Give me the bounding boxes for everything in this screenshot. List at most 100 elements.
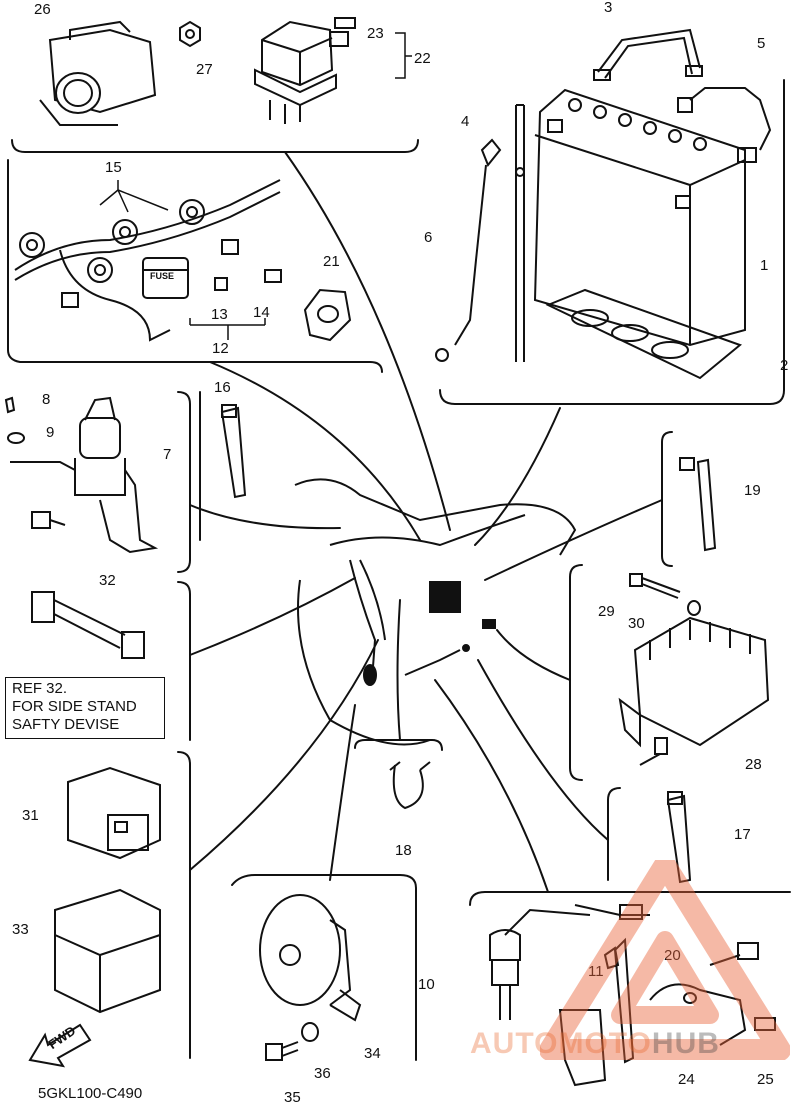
harness-detail [14,179,352,342]
ref-note-line-1: REF 32. [12,680,68,697]
callout-36: 36 [314,1065,331,1082]
callout-7: 7 [163,446,172,463]
callout-4: 4 [461,113,470,130]
leader-31 [189,639,379,871]
leader-32 [189,577,356,656]
clip-18 [389,761,431,810]
leader-18 [396,599,401,741]
leader-sensors [434,679,549,893]
bracket-top-left [11,139,419,153]
fwd-arrow [28,1023,92,1068]
callout-29: 29 [598,603,615,620]
battery [533,88,746,347]
callout-17: 17 [734,826,751,843]
negative-lead [435,138,502,362]
callout-13: 13 [211,306,228,323]
callout-22: 22 [414,50,431,67]
ref-note-line-3: SAFTY DEVISE [12,716,120,733]
diagram-code: 5GKL100-C490 [38,1085,143,1102]
breather-pipe [515,104,525,362]
bolt-35 [265,1041,299,1061]
callout-31: 31 [22,807,39,824]
fuse-label: FUSE [150,271,175,281]
callout-3: 3 [604,0,613,16]
leader-19 [484,499,663,581]
battery-cable-5 [677,87,772,163]
frame-harness [294,478,577,746]
sensor-parts [558,904,776,1087]
callout-10: 10 [418,976,435,993]
watermark-main: AUTOMOTO [470,1027,652,1060]
callout-20: 20 [664,947,681,964]
starter-relay [254,20,337,124]
washer-36 [301,1022,319,1042]
callout-21: 21 [323,253,340,270]
callout-1: 1 [760,257,769,274]
bracket-battery [439,79,785,405]
callout-6: 6 [424,229,433,246]
fuse-23 [329,17,356,47]
ref-note-box: REF 32. FOR SIDE STAND SAFTY DEVISE [5,677,165,739]
horn [259,894,362,1022]
callout-32: 32 [99,572,116,589]
callout-25: 25 [757,1071,774,1088]
callout-19: 19 [744,482,761,499]
callout-23: 23 [367,25,384,42]
callout-24: 24 [678,1071,695,1088]
watermark-text: AUTOMOTOHUB [470,1027,720,1061]
bracket-32 [177,581,191,741]
watermark-hub: HUB [651,1027,720,1060]
bracket-relays [177,751,191,1059]
leader-switch [189,504,341,530]
callout-11: 11 [588,963,604,980]
cable-tie-17 [666,791,692,884]
callout-5: 5 [757,35,766,52]
callout-16: 16 [214,379,231,396]
ignition-coil [39,20,157,126]
callout-14: 14 [253,304,270,321]
oil-pressure-switch [489,908,591,1020]
side-stand-switch [31,591,145,659]
washer-30 [687,600,701,616]
bracket-sensors [469,891,791,906]
watermark-logo [540,860,790,1060]
rectifier-regulator [618,616,770,766]
cable-tie-16 [220,404,247,499]
bracket-horn [231,874,417,1061]
bracket-regulator [569,564,583,781]
leader-horn [329,704,356,881]
bracket-17 [607,787,621,881]
bolt-29 [629,573,681,599]
callout-18: 18 [395,842,412,859]
callout-33: 33 [12,921,29,938]
bracket-switch [177,391,191,573]
leader-26 [284,151,451,531]
callout-8: 8 [42,391,51,408]
main-switch [4,396,159,554]
callout-12: 12 [212,340,229,357]
callout-15: 15 [105,159,122,176]
bracket-harness [7,159,383,373]
leader-28 [496,629,571,681]
leader-battery [474,407,561,546]
bracket-clip19 [661,431,673,567]
callout-2: 2 [780,357,789,374]
callout-34: 34 [364,1045,381,1062]
battery-mat [545,288,742,380]
leader-17 [477,659,609,841]
callout-35: 35 [284,1089,301,1106]
relay-31 [67,766,161,860]
clamp-19 [679,457,717,552]
callout-28: 28 [745,756,762,773]
callout-26: 26 [34,1,51,18]
nut-27 [179,20,201,48]
bracket-18 [354,739,443,751]
callout-9: 9 [46,424,55,441]
callout-27: 27 [196,61,213,78]
callout-30: 30 [628,615,645,632]
ref-note-line-2: FOR SIDE STAND [12,698,137,715]
leader-harness [209,361,421,541]
control-unit-33 [54,888,161,1014]
battery-band [593,28,703,81]
